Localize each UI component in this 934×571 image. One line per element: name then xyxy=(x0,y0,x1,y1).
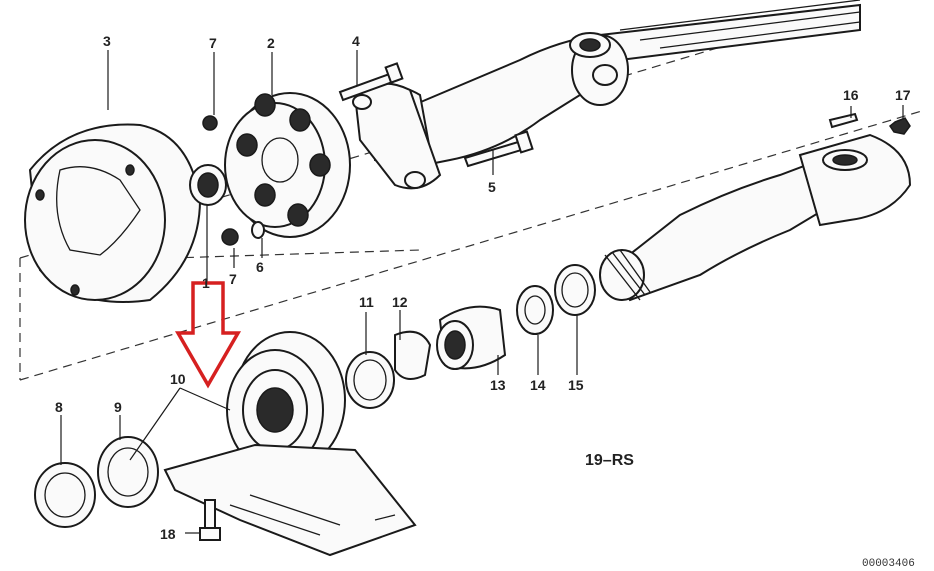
centering-sleeve-part-1 xyxy=(189,164,227,206)
nut-part-7-lower xyxy=(221,228,239,246)
callout-16: 16 xyxy=(843,87,859,103)
callout-4: 4 xyxy=(352,33,360,49)
callout-2: 2 xyxy=(267,35,275,51)
rear-drive-shaft xyxy=(599,133,912,302)
leader-lines xyxy=(60,50,904,534)
nut-part-7-upper xyxy=(202,115,218,131)
callout-10: 10 xyxy=(170,371,186,387)
callout-labels: 3 7 2 4 5 6 7 1 8 9 10 11 12 13 14 15 16… xyxy=(55,33,911,542)
bearing-part-8 xyxy=(34,462,96,528)
bolt-part-16 xyxy=(828,112,859,129)
bearing-components xyxy=(345,264,596,409)
callout-9: 9 xyxy=(114,399,122,415)
callout-13: 13 xyxy=(490,377,506,393)
bearing-parts-8-9 xyxy=(34,436,159,528)
flex-disc-part-2 xyxy=(224,92,351,238)
diagram-code: 19–RS xyxy=(585,452,634,469)
callout-12: 12 xyxy=(392,294,408,310)
ring-part-15 xyxy=(554,264,596,316)
callout-7-upper: 7 xyxy=(209,35,217,51)
callout-7-lower: 7 xyxy=(229,271,237,287)
highlight-arrow xyxy=(174,281,242,389)
callout-6: 6 xyxy=(256,259,264,275)
coupling-drum-part-3 xyxy=(24,123,202,303)
callout-17: 17 xyxy=(895,87,911,103)
catalog-number: 00003406 xyxy=(862,558,915,570)
callout-15: 15 xyxy=(568,377,584,393)
callout-1: 1 xyxy=(202,275,210,291)
circlip-part-12 xyxy=(394,330,432,380)
hardware xyxy=(202,62,911,246)
callout-8: 8 xyxy=(55,399,63,415)
callout-18: 18 xyxy=(160,526,176,542)
center-support-bearing-part-10 xyxy=(163,331,417,557)
callout-11: 11 xyxy=(359,294,374,310)
lock-washer-part-14 xyxy=(516,285,554,335)
front-drive-shaft xyxy=(368,0,861,172)
washer-part-6 xyxy=(251,221,265,239)
callout-5: 5 xyxy=(488,179,496,195)
callout-3: 3 xyxy=(103,33,111,49)
bolt-part-18 xyxy=(199,499,221,541)
nut-part-17 xyxy=(888,117,911,135)
bearing-part-9 xyxy=(97,436,159,508)
callout-14: 14 xyxy=(530,377,546,393)
